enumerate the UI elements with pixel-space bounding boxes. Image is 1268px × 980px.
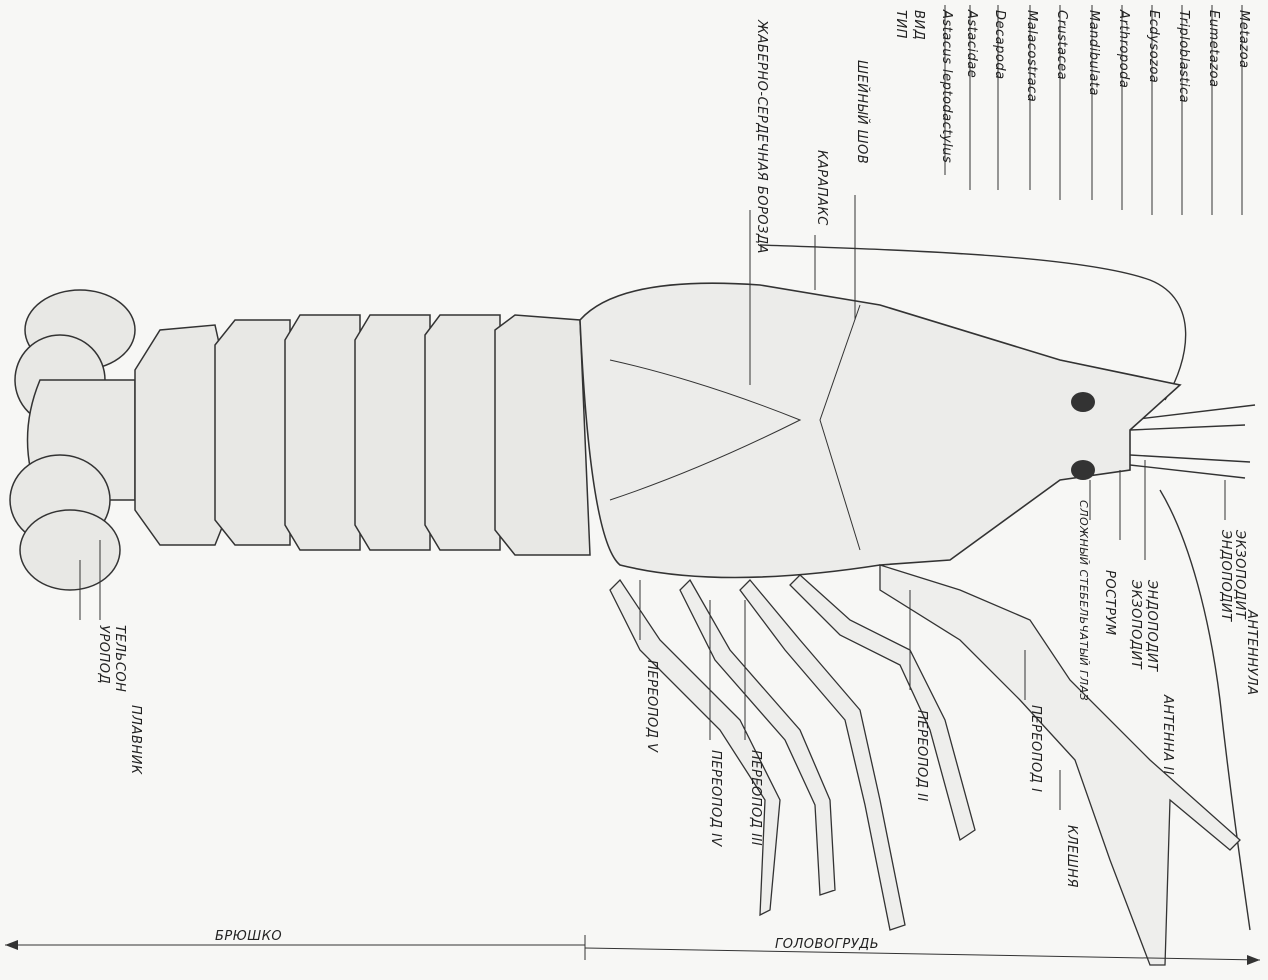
label-abdomen: БРЮШКО: [215, 929, 282, 944]
antennule-3: [1130, 455, 1250, 462]
abdomen: [135, 315, 590, 555]
pereopod-4-leg: [680, 580, 835, 895]
label-gill-cardiac-groove: ЖАБЕРНО-СЕРДЕЧНАЯ БОРОЗДА: [754, 19, 769, 254]
label-endopodite: ЭНДОПОДИТ: [1218, 529, 1233, 622]
taxon-3: Ecdysozoa: [1146, 10, 1161, 83]
label-pereopod-3: ПЕРЕОПОД III: [748, 750, 763, 846]
taxon-4: Arthropoda: [1116, 9, 1131, 88]
taxon-0: Metazoa: [1236, 10, 1251, 69]
taxon-1: Eumetazoa: [1206, 10, 1221, 87]
eye-right: [1071, 460, 1095, 480]
abdomen-segment-6: [135, 325, 225, 545]
dimension-lines: БРЮШКО ГОЛОВОГРУДЬ: [5, 929, 1260, 965]
taxonomy-list: Metazoa Eumetazoa Triploblastica Ecdysoz…: [893, 5, 1251, 215]
tail-fan: [10, 290, 135, 590]
abdomen-segment-5: [215, 320, 290, 545]
label-compound-eye: СЛОЖНЫЙ СТЕБЕЛЬЧАТЫЙ ГЛАЗ: [1077, 500, 1090, 701]
label-claw: КЛЕШНЯ: [1064, 825, 1079, 888]
abdomen-segment-3: [355, 315, 430, 550]
abdomen-segment-2: [425, 315, 500, 550]
label-antenna-2: АНТЕННА II: [1160, 694, 1175, 775]
taxon-10: Astacus leptodactylus: [939, 9, 954, 163]
eye-left: [1071, 392, 1095, 412]
label-exopodite: ЭКЗОПОДИТ: [1232, 529, 1247, 620]
taxon-2: Triploblastica: [1176, 10, 1191, 103]
label-antennule: АНТЕННУЛА: [1244, 609, 1259, 695]
label-pereopod-1: ПЕРЕОПОД I: [1028, 705, 1043, 792]
uropod-bottom: [20, 510, 120, 590]
pereopod-5-leg: [610, 580, 780, 915]
taxon-9: Astacidae: [964, 9, 979, 78]
label-endopodite-2: ЭНДОПОДИТ: [1144, 579, 1159, 672]
label-pereopod-4: ПЕРЕОПОД IV: [708, 750, 723, 847]
label-pereopod-5: ПЕРЕОПОД V: [644, 660, 659, 753]
taxon-8: Decapoda: [992, 10, 1007, 80]
label-uropod: УРОПОД: [96, 625, 111, 684]
label-telson: ТЕЛЬСОН: [112, 625, 127, 692]
antennule-2: [1130, 425, 1245, 430]
taxon-7: Malacostraca: [1024, 10, 1039, 102]
label-exopodite-2: ЭКЗОПОДИТ: [1128, 579, 1143, 670]
pereopod-1-claw: [880, 565, 1240, 965]
antennule-4: [1130, 465, 1245, 478]
taxon-5: Mandibulata: [1086, 10, 1101, 96]
taxon-partial-0: ВИД: [911, 10, 926, 40]
abdomen-segment-4: [285, 315, 360, 550]
label-fin: ПЛАВНИК: [128, 705, 143, 775]
label-cervical-groove: ШЕЙНЫЙ ШОВ: [854, 60, 870, 164]
label-rostrum: РОСТРУМ: [1102, 570, 1117, 636]
abdomen-segment-1: [495, 315, 590, 555]
taxon-partial-1: ТИП: [893, 10, 908, 39]
label-cephalothorax: ГОЛОВОГРУДЬ: [775, 937, 879, 952]
taxon-6: Crustacea: [1054, 10, 1069, 80]
label-carapace: КАРАПАКС: [814, 150, 829, 226]
label-pereopod-2: ПЕРЕОПОД II: [914, 710, 929, 802]
